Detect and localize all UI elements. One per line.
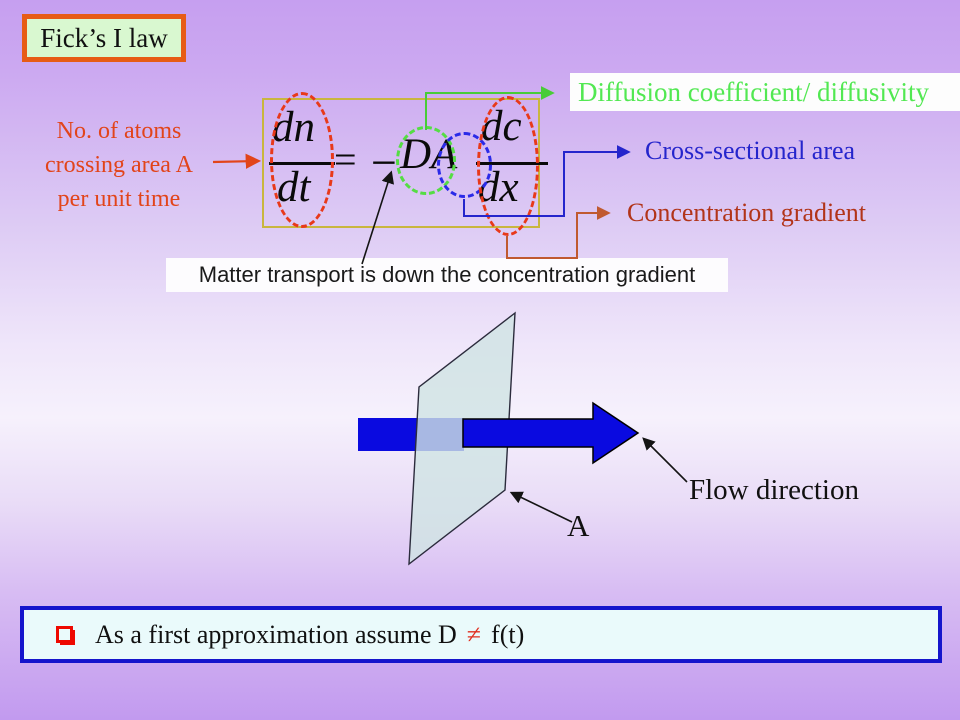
diffusion-coefficient-label: Diffusion coefficient/ diffusivity (578, 76, 929, 107)
flow-arrow-shape (462, 401, 640, 465)
not-equal-sign: ≠ (466, 619, 482, 649)
flow-pointer-arrow (642, 437, 688, 483)
flow-direction-label: Flow direction (689, 474, 859, 506)
callout-atoms-line2: crossing area A (45, 152, 193, 178)
atoms-pointer-arrow (212, 153, 262, 169)
callout-atoms: No. of atoms crossing area A per unit ti… (24, 114, 214, 216)
footer-text: As a first approximation assume D ≠ f(t) (95, 620, 524, 650)
plane-shape (408, 311, 516, 566)
flow-arrow-back-shaft (358, 418, 464, 451)
matter-transport-note: Matter transport is down the concentrati… (166, 258, 728, 292)
checkbox-bullet-icon (56, 626, 73, 643)
page-title: Fick’s I law (40, 22, 168, 53)
callout-concentration-gradient: Concentration gradient (627, 198, 866, 227)
title-box: Fick’s I law (22, 14, 186, 62)
equation-minus-sign: − (371, 137, 397, 188)
callout-diffusion-coefficient: Diffusion coefficient/ diffusivity (570, 73, 960, 111)
highlight-ellipse-dndt (270, 92, 334, 228)
callout-atoms-line1: No. of atoms (56, 118, 182, 144)
footer-text-after: f(t) (491, 619, 525, 649)
callout-atoms-line3: per unit time (57, 186, 181, 212)
area-label: A (567, 508, 590, 543)
footer-box: As a first approximation assume D ≠ f(t) (20, 606, 942, 663)
equation-equals-sign: = (334, 137, 357, 182)
highlight-ellipse-dcdx (477, 96, 539, 236)
footer-text-before: As a first approximation assume D (95, 619, 457, 649)
callout-cross-sectional-area: Cross-sectional area (645, 136, 856, 165)
area-pointer-arrow (509, 491, 573, 523)
